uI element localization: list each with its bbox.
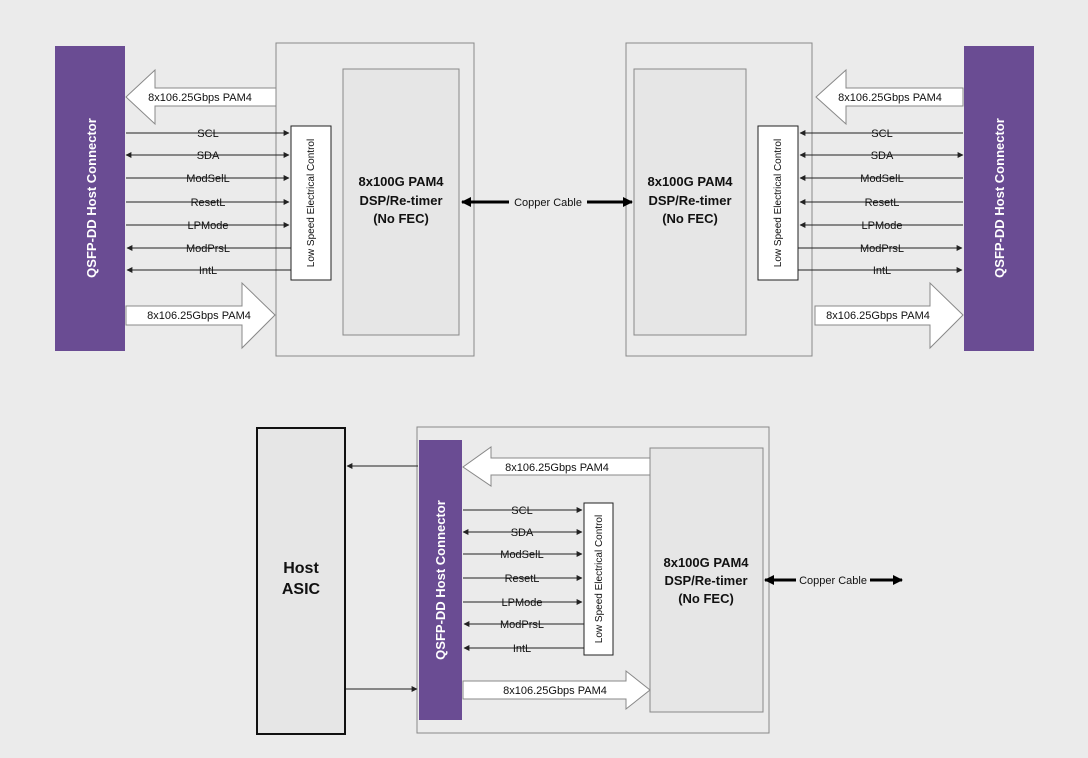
host-connector-label-right: QSFP-DD Host Connector: [992, 118, 1007, 278]
dsp-label-left-1: 8x100G PAM4: [358, 174, 444, 189]
lsec-box-bottom: [583, 502, 614, 656]
signal-label-intl-bottom: IntL: [513, 643, 531, 655]
lsec-box-right: [757, 125, 799, 281]
signal-label-scl-bottom: SCL: [511, 505, 532, 517]
signal-label-modsel-left: ModSelL: [186, 173, 229, 185]
signal-label-sda-left: SDA: [197, 150, 220, 162]
lsec-label-left: Low Speed Electrical Control: [306, 139, 317, 267]
dsp-label-bottom-3: (No FEC): [678, 591, 734, 606]
dsp-label-left-3: (No FEC): [373, 211, 429, 226]
host-connector-right: [964, 46, 1034, 351]
lsec-label-bottom: Low Speed Electrical Control: [594, 515, 605, 643]
rx-label-left: 8x106.25Gbps PAM4: [148, 92, 252, 104]
copper-cable-label-bg-top: [509, 194, 587, 209]
lsec-label-right: Low Speed Electrical Control: [773, 139, 784, 267]
dsp-label-right-3: (No FEC): [662, 211, 718, 226]
signal-label-modprs-bottom: ModPrsL: [500, 619, 544, 631]
signal-label-intl-right: IntL: [873, 265, 891, 277]
signals-left: [125, 130, 291, 273]
rx-label-bottom: 8x106.25Gbps PAM4: [505, 462, 609, 474]
dsp-label-bottom-2: DSP/Re-timer: [664, 573, 747, 588]
rx-arrow-left: [125, 68, 277, 126]
dsp-label-right-2: DSP/Re-timer: [648, 193, 731, 208]
host-asic-box: [256, 427, 346, 735]
signal-label-sda-right: SDA: [871, 150, 894, 162]
dsp-box-right: [633, 68, 747, 336]
signal-label-reset-left: ResetL: [191, 197, 226, 209]
rx-arrow-right: [815, 68, 964, 126]
copper-cable-label-top: Copper Cable: [514, 197, 582, 209]
tx-label-bottom: 8x106.25Gbps PAM4: [503, 685, 607, 697]
host-connector-bottom: [419, 440, 462, 720]
signals-bottom: [462, 507, 584, 651]
signal-label-reset-bottom: ResetL: [505, 573, 540, 585]
dsp-label-left-2: DSP/Re-timer: [359, 193, 442, 208]
host-connector-label-left: QSFP-DD Host Connector: [84, 118, 99, 278]
rx-arrow-bottom: [462, 446, 651, 487]
signal-label-modsel-bottom: ModSelL: [500, 549, 543, 561]
host-connector-left: [55, 46, 125, 351]
signal-label-scl-right: SCL: [871, 128, 892, 140]
signal-label-intl-left: IntL: [199, 265, 217, 277]
rx-label-right: 8x106.25Gbps PAM4: [838, 92, 942, 104]
signal-label-modsel-right: ModSelL: [860, 173, 903, 185]
signal-label-lpmode-right: LPMode: [862, 220, 903, 232]
host-connector-label-bottom: QSFP-DD Host Connector: [433, 500, 448, 660]
lsec-box-left: [290, 125, 332, 281]
signal-label-reset-right: ResetL: [865, 197, 900, 209]
dsp-label-right-1: 8x100G PAM4: [647, 174, 733, 189]
tx-arrow-right: [814, 281, 964, 350]
copper-cable-label-bg-bottom: [796, 572, 870, 587]
signals-right: [798, 130, 964, 273]
signal-label-lpmode-bottom: LPMode: [502, 597, 543, 609]
tx-label-left: 8x106.25Gbps PAM4: [147, 310, 251, 322]
tx-arrow-bottom: [462, 669, 651, 711]
signal-label-scl-left: SCL: [197, 128, 218, 140]
signal-label-modprs-left: ModPrsL: [186, 243, 230, 255]
signal-label-lpmode-left: LPMode: [188, 220, 229, 232]
host-asic-label-2: ASIC: [282, 581, 321, 598]
dsp-label-bottom-1: 8x100G PAM4: [663, 555, 749, 570]
tx-arrow-left: [125, 281, 276, 350]
signal-label-modprs-right: ModPrsL: [860, 243, 904, 255]
dsp-box-left: [342, 68, 460, 336]
copper-cable-label-bottom: Copper Cable: [799, 575, 867, 587]
signal-label-sda-bottom: SDA: [511, 527, 534, 539]
dsp-box-bottom: [649, 447, 764, 713]
tx-label-right: 8x106.25Gbps PAM4: [826, 310, 930, 322]
host-asic-label-1: Host: [283, 560, 319, 577]
